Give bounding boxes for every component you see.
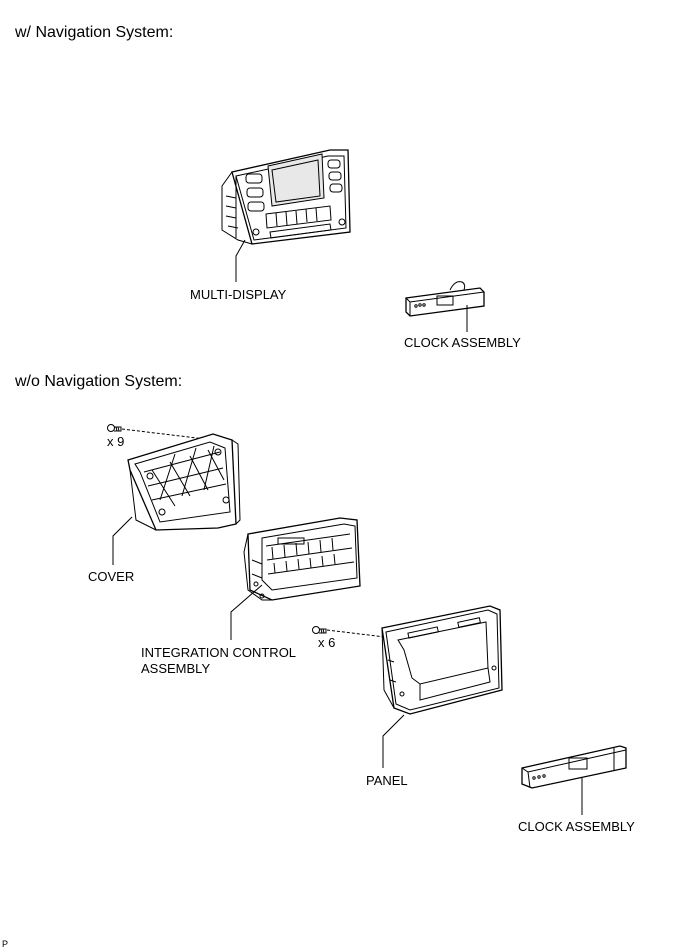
label-clock-assembly-bottom: CLOCK ASSEMBLY — [518, 819, 635, 834]
leader-cover — [112, 516, 133, 565]
cover-illustration — [127, 433, 241, 531]
section-heading-with-navigation: w/ Navigation System: — [15, 24, 174, 41]
footer-code: P — [2, 939, 9, 949]
screw-x9-illustration — [107, 424, 122, 432]
dashed-line-screw-to-panel — [326, 629, 386, 638]
multi-display-illustration — [221, 149, 351, 245]
label-screw-count-cover: x 9 — [107, 434, 125, 449]
leader-multi-display — [235, 239, 246, 282]
label-screw-count-panel: x 6 — [318, 635, 336, 650]
label-cover: COVER — [88, 569, 135, 584]
label-multi-display: MULTI-DISPLAY — [190, 287, 287, 302]
label-integration-control-line2: ASSEMBLY — [141, 661, 211, 676]
integration-control-assembly-illustration — [243, 517, 361, 601]
leader-panel — [382, 714, 405, 768]
section-heading-without-navigation: w/o Navigation System: — [15, 373, 183, 390]
panel-illustration — [381, 605, 503, 715]
label-clock-assembly-top: CLOCK ASSEMBLY — [404, 335, 521, 350]
screw-x6-illustration — [312, 626, 327, 634]
label-panel: PANEL — [366, 773, 408, 788]
dashed-line-screw-to-cover — [121, 428, 206, 440]
clock-assembly-bottom-illustration — [521, 745, 627, 789]
clock-assembly-top-illustration — [405, 281, 485, 317]
leader-integration-control — [230, 584, 263, 640]
label-integration-control-line1: INTEGRATION CONTROL — [141, 645, 297, 660]
